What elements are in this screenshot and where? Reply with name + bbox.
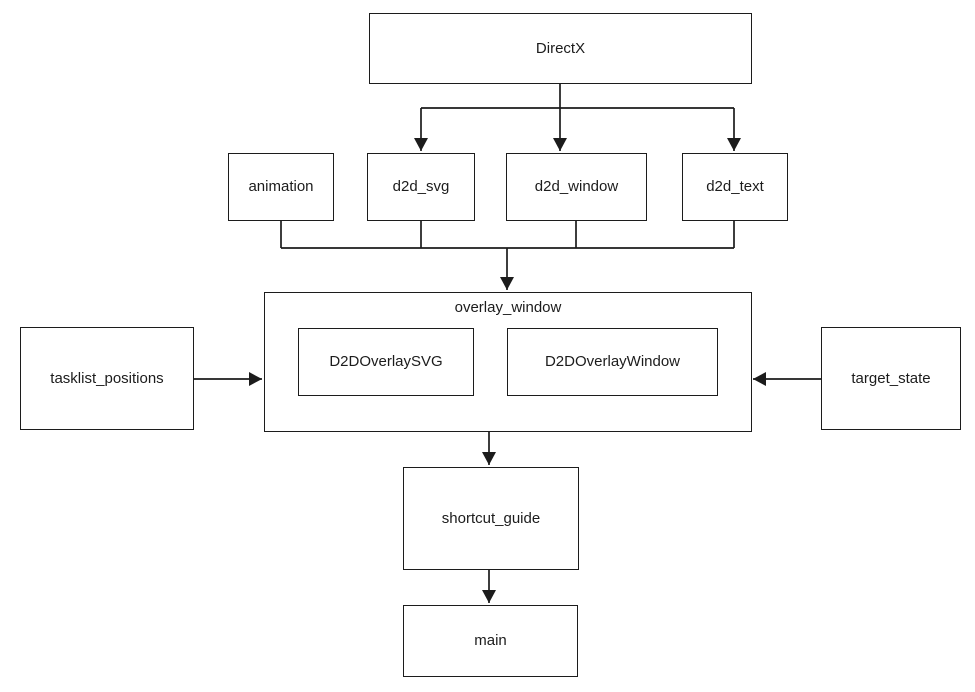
node-main-label: main [474, 632, 507, 649]
node-d2d-svg: d2d_svg [367, 153, 475, 221]
node-d2d-text-label: d2d_text [706, 178, 764, 195]
node-d2d-window-label: d2d_window [534, 178, 619, 195]
node-main: main [403, 605, 578, 677]
node-d2d-overlay-svg: D2DOverlaySVG [298, 328, 474, 396]
node-shortcut-guide: shortcut_guide [403, 467, 579, 570]
node-directx: DirectX [369, 13, 752, 84]
node-tasklist-positions-label: tasklist_positions [50, 369, 164, 387]
node-d2d-overlay-svg-label: D2DOverlaySVG [329, 353, 443, 370]
node-d2d-window: d2d_window [506, 153, 647, 221]
node-shortcut-guide-label: shortcut_guide [441, 509, 541, 527]
node-d2d-overlay-window-label: D2DOverlayWindow [544, 353, 681, 370]
node-animation-label: animation [248, 178, 314, 195]
node-directx-label: DirectX [535, 39, 586, 57]
node-overlay-window-label: overlay_window [454, 299, 562, 316]
node-d2d-svg-label: d2d_svg [392, 178, 450, 195]
node-animation: animation [228, 153, 334, 221]
node-d2d-text: d2d_text [682, 153, 788, 221]
node-tasklist-positions: tasklist_positions [20, 327, 194, 430]
node-target-state-label: target_state [851, 369, 931, 387]
node-target-state: target_state [821, 327, 961, 430]
node-d2d-overlay-window: D2DOverlayWindow [507, 328, 718, 396]
